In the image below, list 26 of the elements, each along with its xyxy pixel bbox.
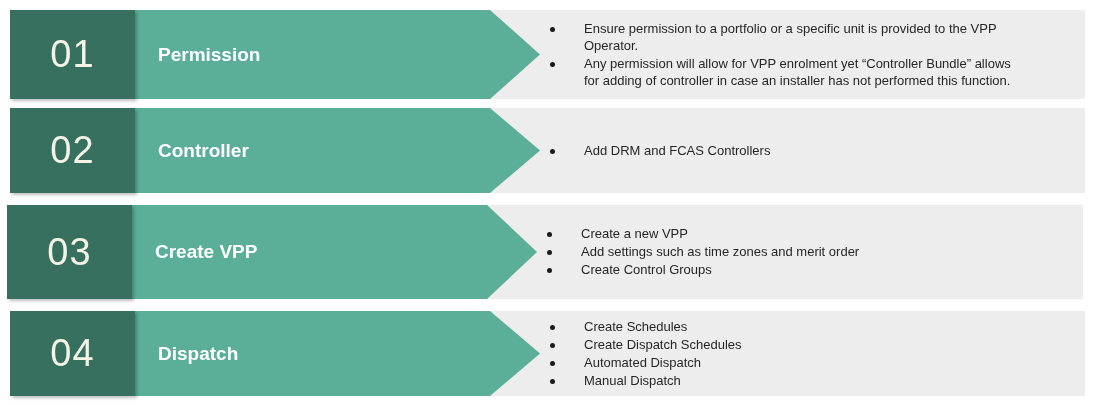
step-title: Dispatch [158, 342, 239, 365]
step-title: Create VPP [155, 241, 258, 263]
step-panel [7, 205, 1083, 299]
step-title: Permission [158, 43, 261, 66]
bullet-text: Create Control Groups [581, 261, 713, 279]
bullet-text: Create Schedules [584, 317, 689, 335]
step-title-banner [135, 108, 540, 193]
bullet-text: Add settings such as time zones and merit order [581, 243, 861, 261]
bullet-text: Manual Dispatch [584, 371, 682, 389]
bullet-text: Ensure permission to a portfolio or a specific unit is provided to the VPP Operator. [584, 19, 998, 55]
step-title-banner [132, 205, 537, 299]
step-number: 03 [7, 205, 132, 299]
step-number: 02 [10, 108, 135, 193]
bullet-text: Add DRM and FCAS Controllers [584, 141, 772, 159]
bullet-text: Create Dispatch Schedules [584, 335, 743, 353]
step-panel [10, 311, 1085, 396]
step-panel [10, 108, 1085, 193]
step-title-banner [135, 311, 540, 396]
bullet-text: Automated Dispatch [584, 353, 703, 371]
bullet-text: Create a new VPP [581, 225, 689, 243]
step-panel [10, 10, 1085, 99]
step-number: 04 [10, 311, 135, 396]
step-title-banner [135, 10, 540, 99]
bullet-text: Any permission will allow for VPP enrolment yet “Controller Bundle” allows for adding of controller in case an installer has not performed this function. [584, 54, 1012, 90]
step-number: 01 [10, 10, 135, 99]
step-title: Controller [158, 139, 249, 162]
